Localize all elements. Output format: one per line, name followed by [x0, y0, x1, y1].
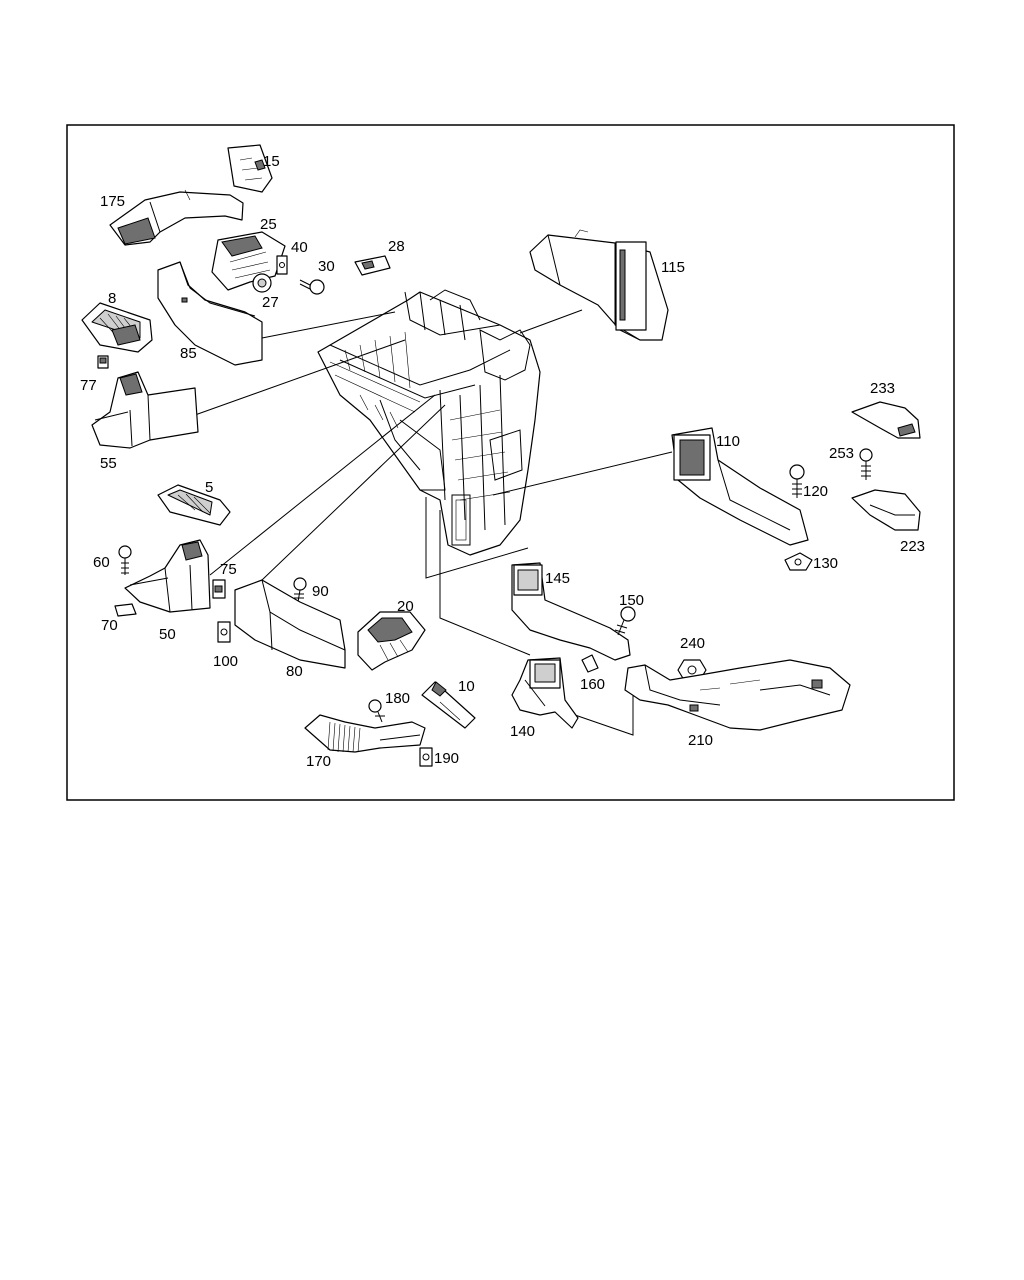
label-part-28: 28	[388, 238, 405, 255]
label-part-233: 233	[870, 380, 895, 397]
part-150-screw	[614, 606, 636, 636]
label-part-210: 210	[688, 732, 713, 749]
part-140-elbow	[511, 657, 579, 729]
part-28-clip	[354, 255, 391, 276]
part-100-clip	[217, 621, 231, 643]
part-25-vent	[211, 231, 286, 293]
label-part-160: 160	[580, 676, 605, 693]
label-part-115: 115	[661, 259, 685, 276]
label-part-30: 30	[318, 258, 335, 275]
label-part-77: 77	[80, 377, 97, 394]
part-110-duct	[671, 427, 809, 546]
part-20-vent	[357, 611, 426, 671]
part-145-duct	[511, 562, 631, 661]
label-part-70: 70	[101, 617, 118, 634]
label-part-40: 40	[291, 239, 308, 256]
part-120-screw	[789, 464, 805, 498]
label-part-110: 110	[716, 433, 740, 450]
part-190-clip	[419, 747, 433, 767]
part-253-screw	[859, 448, 873, 480]
label-part-190: 190	[434, 750, 459, 767]
part-8-vent	[81, 302, 153, 353]
part-40-clip	[276, 255, 288, 275]
label-part-20: 20	[397, 598, 414, 615]
part-10-bracket	[421, 681, 476, 729]
label-part-10: 10	[458, 678, 475, 695]
part-50-duct	[124, 539, 211, 613]
label-part-85: 85	[180, 345, 197, 362]
part-223-cover	[851, 489, 921, 531]
label-part-140: 140	[510, 723, 535, 740]
label-part-150: 150	[619, 592, 644, 609]
label-part-180: 180	[385, 690, 410, 707]
label-part-55: 55	[100, 455, 117, 472]
label-part-170: 170	[306, 753, 331, 770]
label-part-50: 50	[159, 626, 176, 643]
part-160-clip	[581, 654, 599, 673]
label-part-15: 15	[263, 153, 280, 170]
label-part-90: 90	[312, 583, 329, 600]
label-part-240: 240	[680, 635, 705, 652]
part-80-duct	[234, 579, 346, 669]
part-233-cover	[851, 401, 921, 439]
part-77-clip	[97, 355, 109, 369]
part-115-duct	[529, 229, 669, 341]
leader-lines	[194, 309, 673, 736]
part-55-duct	[91, 371, 199, 449]
label-part-100: 100	[213, 653, 238, 670]
part-15-clip	[227, 144, 273, 193]
part-5-vent	[157, 484, 231, 526]
part-180-screw	[368, 699, 385, 723]
part-70-clip	[114, 603, 137, 617]
label-part-120: 120	[803, 483, 828, 500]
label-part-75: 75	[220, 561, 237, 578]
label-part-130: 130	[813, 555, 838, 572]
part-210-duct	[624, 659, 851, 731]
part-170-duct	[304, 714, 426, 753]
label-part-5: 5	[205, 479, 213, 496]
label-part-27: 27	[262, 294, 279, 311]
label-part-8: 8	[108, 290, 116, 307]
part-75-clip	[212, 579, 226, 599]
part-85-duct	[157, 261, 263, 366]
label-part-253: 253	[829, 445, 854, 462]
label-part-80: 80	[286, 663, 303, 680]
part-60-screw	[118, 545, 132, 575]
label-part-25: 25	[260, 216, 277, 233]
hvac-housing	[317, 289, 541, 556]
label-part-175: 175	[100, 193, 125, 210]
part-30-screw	[299, 279, 325, 295]
part-90-screw	[293, 577, 307, 603]
label-part-145: 145	[545, 570, 570, 587]
part-labels: 15 175 25 40 28 30 27 8 85 77 55 5 60 75…	[80, 153, 925, 770]
label-part-60: 60	[93, 554, 110, 571]
label-part-223: 223	[900, 538, 925, 555]
part-175-duct	[109, 189, 244, 246]
part-130-clip	[784, 552, 813, 571]
